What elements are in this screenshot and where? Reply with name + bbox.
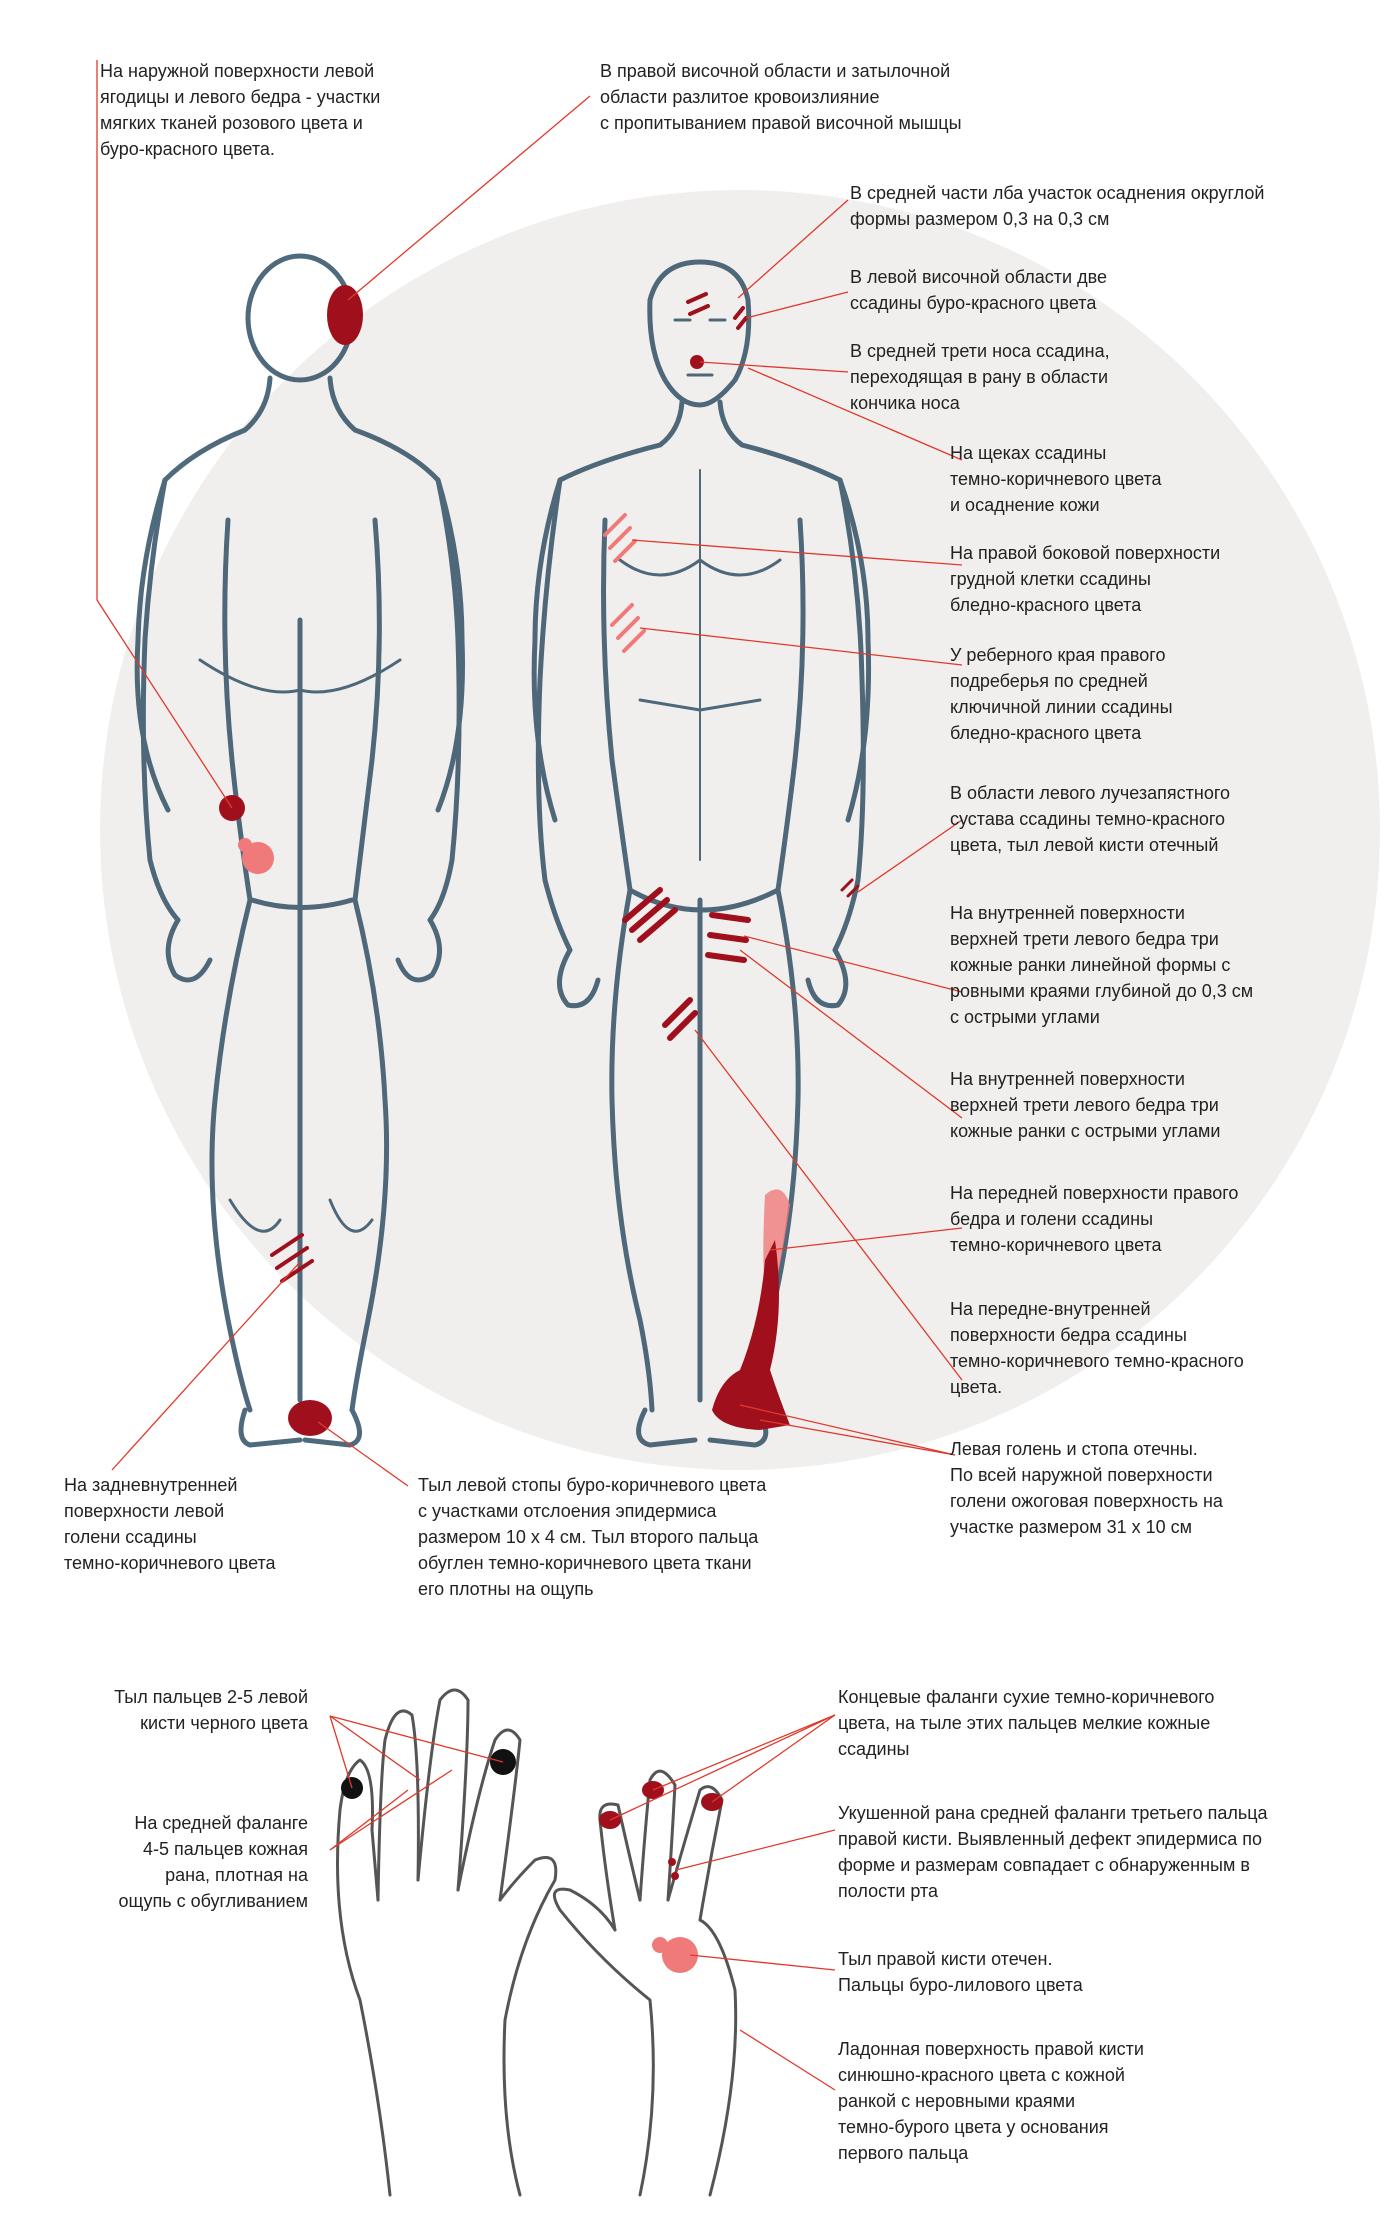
note-rib-margin: У реберного края правого подреберья по с… (950, 645, 1173, 743)
note-end-phalanges: Концевые фаланги сухие темно-коричневого… (838, 1687, 1215, 1759)
note-nose: В средней трети носа ссадина, переходяща… (850, 341, 1110, 413)
front-figure (531, 259, 872, 1448)
note-cheeks: На щеках ссадины темно-коричневого цвета… (950, 443, 1162, 515)
note-inner-thigh-linear: На внутренней поверхности верхней трети … (950, 903, 1254, 1027)
note-buttock-thigh: На наружной поверхности левой ягодицы и … (100, 61, 381, 159)
note-anteromedial-thigh: На передне-внутренней поверхности бедра … (950, 1299, 1244, 1397)
note-left-temporal: В левой височной области две ссадины бур… (850, 267, 1107, 313)
hands-sketch (336, 1688, 738, 2197)
injury-marks (219, 285, 860, 1436)
note-middle-phalanx: На средней фаланге 4-5 пальцев кожная ра… (118, 1813, 308, 1911)
note-fingers-black: Тыл пальцев 2-5 левой кисти черного цвет… (114, 1687, 308, 1733)
note-right-hand-swelling: Тыл правой кисти отечен. Пальцы буро-лил… (838, 1949, 1083, 1995)
note-front-thigh-shin: На передней поверхности правого бедра и … (950, 1183, 1239, 1255)
note-posterior-shin: На задневнутренней поверхности левой гол… (64, 1475, 276, 1573)
leader-lines (96, 60, 963, 2091)
note-right-chest: На правой боковой поверхности грудной кл… (950, 543, 1221, 615)
note-temporal-hemorrhage: В правой височной области и затылочной о… (600, 61, 962, 133)
note-inner-thigh-sharp: На внутренней поверхности верхней трети … (950, 1069, 1221, 1141)
back-figure (134, 253, 465, 1448)
background-circle (100, 190, 1380, 1470)
note-forehead: В средней части лба участок осаднения ок… (850, 183, 1265, 229)
note-bite-wound: Укушенной рана средней фаланги третьего … (838, 1803, 1268, 1901)
note-foot-dorsum: Тыл левой стопы буро-коричневого цвета с… (418, 1475, 767, 1599)
note-wrist: В области левого лучезапястного сустава … (950, 783, 1231, 855)
note-palm: Ладонная поверхность правой кисти синюшн… (838, 2039, 1144, 2163)
note-left-shin-foot: Левая голень и стопа отечны. По всей нар… (950, 1439, 1223, 1537)
